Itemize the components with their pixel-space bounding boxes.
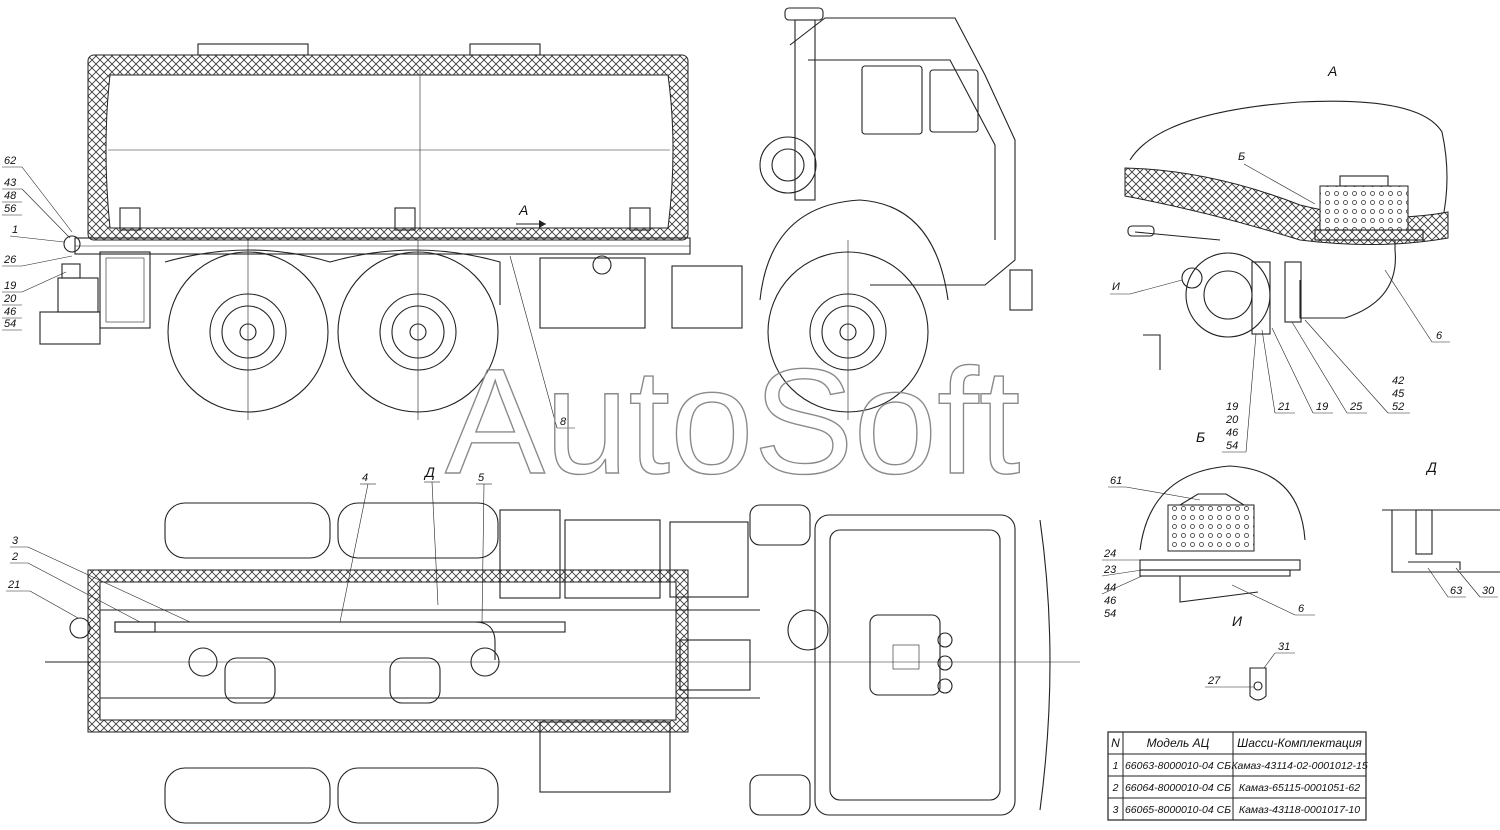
air-intake-pipe [794,19,816,201]
svg-text:4: 4 [362,472,368,484]
table-header: Модель АЦ [1147,736,1210,750]
svg-text:6: 6 [1436,330,1443,342]
table-cell: 2 [1112,782,1119,794]
table-cell: Камаз-43118-0001017-10 [1239,804,1360,816]
svg-text:54: 54 [1104,608,1116,620]
rear-valve [63,235,81,253]
svg-text:54: 54 [4,318,16,330]
detail-b-title: Б [1196,429,1205,445]
svg-text:23: 23 [1103,564,1117,576]
detail-b-filter [1167,504,1255,552]
air-tanks [499,509,561,599]
air-filter [759,136,817,194]
table-cell: 66063-8000010-04 СБ [1125,760,1231,772]
svg-text:20: 20 [1225,414,1239,426]
svg-text:И: И [1112,281,1120,293]
svg-text:54: 54 [1226,440,1238,452]
detail-d: Д 63 30 [1382,459,1500,598]
svg-text:1: 1 [12,224,18,236]
air-intake-cap [784,7,824,21]
detail-i-clamp [1249,667,1267,701]
svg-text:27: 27 [1207,675,1221,687]
svg-text:61: 61 [1110,475,1122,487]
section-mark-d: Д [423,464,435,480]
svg-text:52: 52 [1392,401,1404,413]
svg-text:26: 26 [3,254,17,266]
table-cell: Камаз-65115-0001051-62 [1239,782,1360,794]
top-callouts: 3 2 21 4 5 [6,472,492,623]
svg-text:31: 31 [1278,641,1290,653]
tank-hatch-left [197,43,309,56]
detail-b: Б 61 24 23 44 46 54 6 [1101,429,1315,620]
table-cell: 3 [1113,804,1119,816]
svg-text:46: 46 [4,306,17,318]
svg-text:Б: Б [1238,151,1245,163]
svg-text:25: 25 [1349,401,1363,413]
svg-text:56: 56 [4,203,17,215]
detail-d-title: Д [1425,459,1437,475]
svg-text:3: 3 [12,535,19,547]
side-view: А 62 43 48 56 1 26 19 20 46 54 [2,7,1033,429]
svg-text:48: 48 [4,190,17,202]
watermark: AutoSoft [445,337,1020,505]
top-view: Д 3 2 21 4 5 [6,464,1080,824]
svg-text:63: 63 [1450,585,1463,597]
svg-text:43: 43 [4,177,17,189]
svg-text:21: 21 [7,579,20,591]
tank-body [105,74,674,229]
table-header: N [1111,736,1120,750]
detail-a-pump-flange [1185,252,1271,338]
table-cell: 66064-8000010-04 СБ [1125,782,1231,794]
svg-text:24: 24 [1103,548,1116,560]
cab-top [814,514,1016,816]
tank-hatch-right [469,43,541,56]
svg-text:30: 30 [1482,585,1495,597]
detail-a: А Б И 6 42 45 52 19 20 46 54 21 [1110,63,1450,453]
table-cell: 1 [1113,760,1119,772]
svg-text:8: 8 [560,416,567,428]
svg-text:6: 6 [1298,603,1305,615]
svg-text:21: 21 [1277,401,1290,413]
svg-text:46: 46 [1226,427,1239,439]
cab-outline [789,17,1016,286]
svg-text:19: 19 [1316,401,1328,413]
table-header: Шасси-Комплектация [1237,736,1362,750]
table-cell: Камаз-43114-02-0001012-15 [1231,760,1368,772]
rear-bumper [39,311,101,345]
svg-text:5: 5 [478,472,485,484]
svg-text:46: 46 [1104,595,1117,607]
section-arrow-a-label: А [518,202,528,218]
model-table: N Модель АЦ Шасси-Комплектация 1 66063-80000… [1107,731,1368,821]
svg-text:19: 19 [1226,401,1238,413]
detail-a-filter [1319,185,1409,231]
svg-text:20: 20 [3,293,17,305]
detail-a-title: А [1327,63,1337,79]
svg-text:42: 42 [1392,375,1404,387]
svg-text:19: 19 [4,280,16,292]
detail-i: И 31 27 [1205,613,1295,701]
svg-text:62: 62 [4,155,16,167]
rear-cabinet [99,251,151,329]
battery-box [671,265,743,329]
svg-text:2: 2 [11,551,18,563]
table-cell: 66065-8000010-04 СБ [1125,804,1231,816]
side-callouts: 62 43 48 56 1 26 19 20 46 54 8 [2,155,575,429]
detail-i-title: И [1232,613,1243,629]
cab-window-1 [861,65,923,135]
svg-text:45: 45 [1392,388,1405,400]
svg-text:44: 44 [1104,582,1116,594]
cab-window-2 [929,69,979,133]
